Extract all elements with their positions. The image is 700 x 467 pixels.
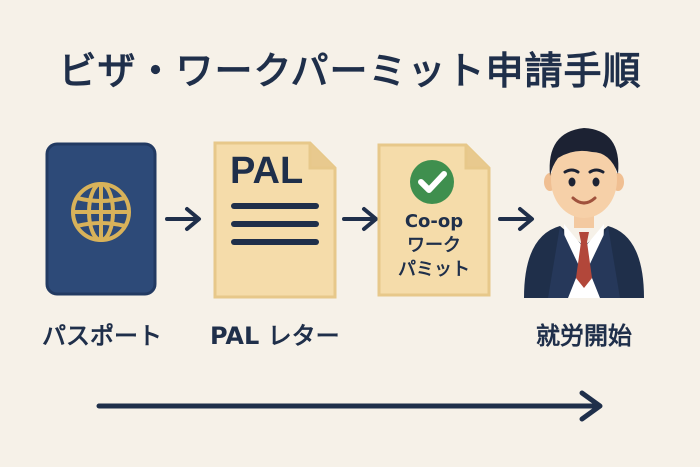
arrow-right-icon bbox=[342, 207, 378, 231]
arrow-right-icon bbox=[165, 207, 201, 231]
step-label-start-work: 就労開始 bbox=[536, 322, 632, 350]
page-title: ビザ・ワークパーミット申請手順 bbox=[58, 49, 642, 93]
step-label-pal-letter: PAL レター bbox=[210, 322, 340, 350]
document-title: PAL bbox=[230, 150, 304, 192]
document-text-line: パミット bbox=[398, 259, 470, 280]
arrow-right-icon bbox=[498, 207, 534, 231]
document-text-line: Co-op bbox=[404, 211, 464, 232]
document-text-line: ワーク bbox=[407, 235, 461, 256]
progress-arrow-icon bbox=[96, 390, 603, 422]
businessman-icon bbox=[524, 128, 644, 298]
checked-document-icon bbox=[377, 143, 491, 297]
document-text: Co-op ワーク パミット bbox=[378, 210, 490, 282]
passport-icon bbox=[45, 142, 157, 296]
pal-document-icon bbox=[213, 141, 337, 299]
step-label-passport: パスポート bbox=[42, 322, 162, 350]
